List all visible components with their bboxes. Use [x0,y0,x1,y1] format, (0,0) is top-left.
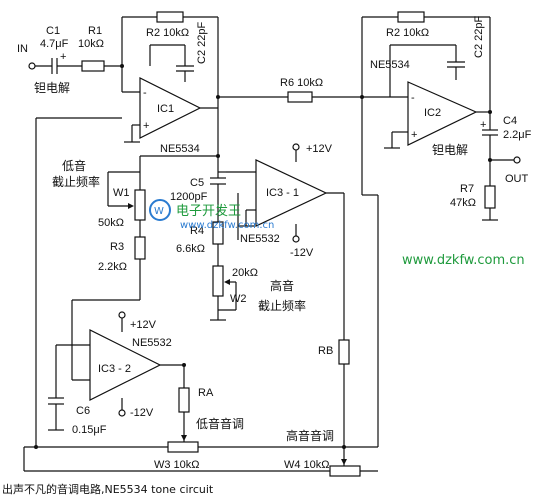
label-high-cutoff-1: 高音 [270,278,294,293]
label-w2: W2 [230,293,247,305]
ra-resistor [178,387,190,413]
label-ic31: IC3 - 1 [266,187,299,199]
svg-text:+: + [60,51,66,63]
ic2-opamp [407,81,478,146]
label-ne5534-right: NE5534 [370,59,410,71]
label-ne5534-left: NE5534 [160,143,200,155]
label-ra: RA [198,387,214,399]
label-r3: R3 [110,241,124,253]
label-ic1: IC1 [157,103,174,115]
svg-text:+: + [480,119,486,131]
watermark-brand: 电子开发王 [176,203,241,219]
label-ne5532-top: NE5532 [240,233,280,245]
label-r1: R1 [88,25,102,37]
svg-text:+: + [411,129,417,141]
label-r6: R6 10kΩ [280,77,323,89]
label-in: IN [17,43,28,55]
label-r7: R7 [460,183,474,195]
w2-potentiometer [212,265,224,297]
label-r4-val: 6.6kΩ [176,243,205,255]
label-c2-left: C2 22pF [196,22,208,64]
label-tantalum-left: 钽电解 [34,81,70,95]
label-tantalum-right: 钽电解 [432,143,468,157]
label-w2-val: 20kΩ [232,267,258,279]
label-w1: W1 [113,187,130,199]
label-c5-val: 1200pF [170,191,208,203]
r2-left-resistor [156,11,184,23]
watermark-logo: W [149,199,171,221]
label-low-cutoff-2: 截止频率 [52,174,100,189]
r7-resistor [484,185,496,209]
label-c6-val: 0.15μF [72,424,107,436]
label-c1-val: 4.7μF [40,38,69,50]
label-c4-val: 2.2μF [503,129,532,141]
label-c6: C6 [76,405,90,417]
ic3-1-opamp [255,159,328,227]
label-ne5532-bottom: NE5532 [132,337,172,349]
r2-right-resistor [397,11,425,23]
label-c2-right: C2 22pF [473,16,485,58]
watermark-url-side: www.dzkfw.com.cn [402,253,525,268]
w3-potentiometer [167,441,199,453]
label-c4: C4 [503,115,517,127]
label-rb: RB [318,345,333,357]
svg-text:W: W [154,206,164,217]
label-r3-val: 2.2kΩ [98,261,127,273]
input-terminal [28,62,36,70]
figure-caption: 出声不凡的音调电路,NE5534 tone circuit [2,482,214,496]
r3-resistor [134,236,146,260]
label-out: OUT [505,173,529,185]
r1-resistor [81,60,105,72]
label-r4: R4 [190,225,204,237]
label-ic32: IC3 - 2 [98,363,131,375]
label-minus12-top: -12V [290,247,314,259]
label-r2-right: R2 10kΩ [386,27,429,39]
label-high-cutoff-2: 截止频率 [258,298,306,313]
label-plus12-top: +12V [306,143,333,155]
label-c1: C1 [46,25,60,37]
svg-text:-: - [411,92,415,104]
label-minus12-bottom: -12V [130,407,154,419]
w4-potentiometer [329,465,361,477]
label-bass-tone: 低音音调 [196,416,244,431]
ic3-2-opamp [89,329,162,401]
label-treble-tone: 高音音调 [286,428,334,443]
svg-text:+: + [143,120,149,132]
rb-resistor [338,339,350,365]
label-w1-val: 50kΩ [98,217,124,229]
w1-potentiometer [134,189,146,221]
label-r1-val: 10kΩ [78,38,104,50]
label-r7-val: 47kΩ [450,197,476,209]
label-r2-left: R2 10kΩ [146,27,189,39]
label-ic2: IC2 [424,107,441,119]
label-c5: C5 [190,177,204,189]
label-w3: W3 10kΩ [154,459,200,471]
label-plus12-bottom: +12V [130,319,157,331]
r6-resistor [287,91,313,103]
watermark-url-small: www.dzkfw.com.cn [180,220,274,231]
label-w4: W4 10kΩ [284,459,330,471]
ic1-opamp [139,77,202,139]
output-terminal [513,156,521,164]
svg-text:-: - [143,87,147,99]
label-low-cutoff-1: 低音 [62,158,86,173]
